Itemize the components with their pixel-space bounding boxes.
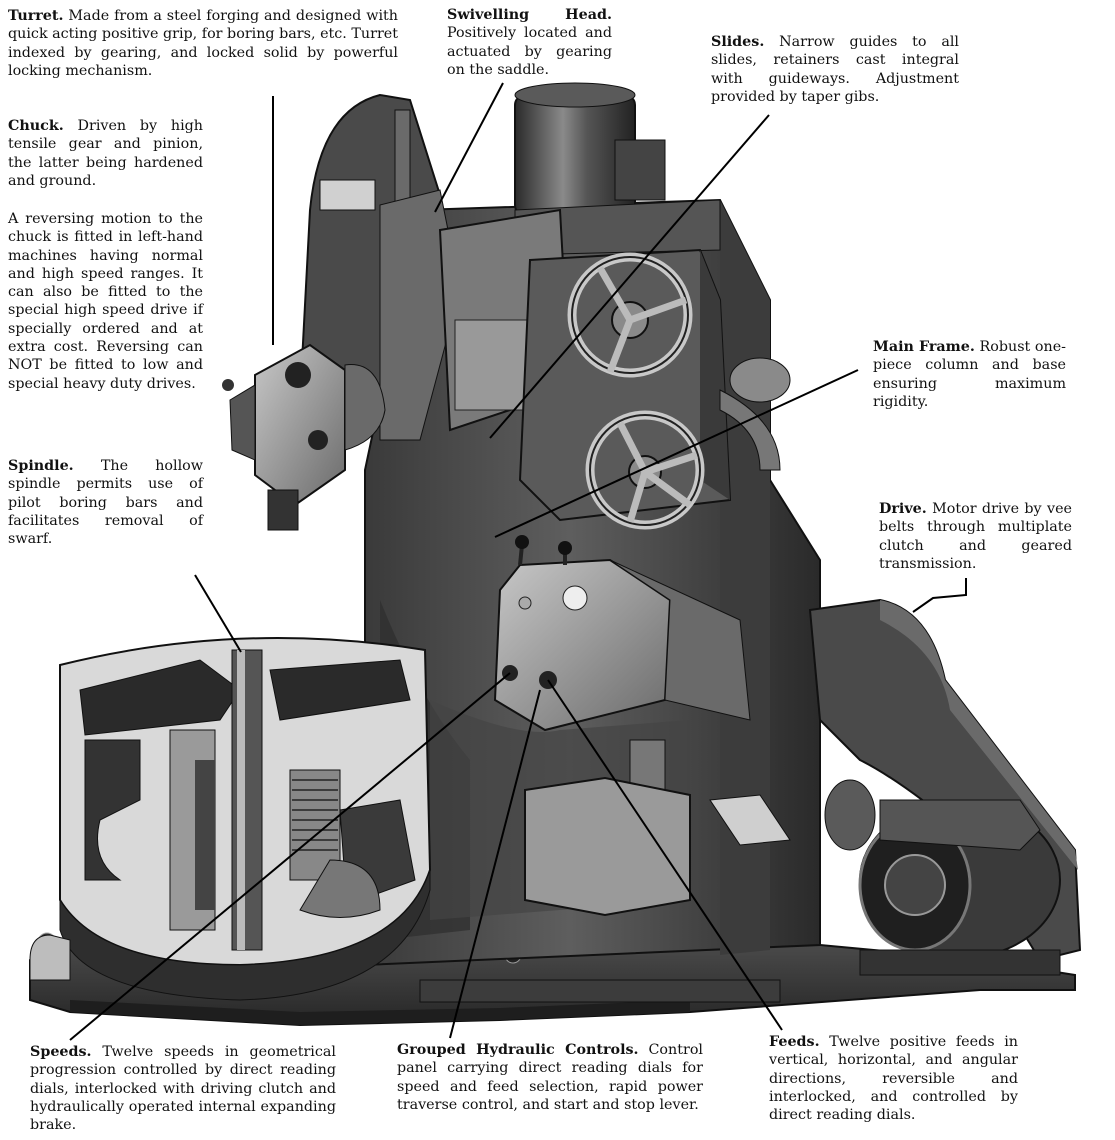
spindle-leader bbox=[194, 574, 242, 653]
main-frame-leader bbox=[494, 369, 859, 538]
main-frame-title: Main Frame. bbox=[873, 339, 975, 355]
speeds-title: Speeds. bbox=[30, 1044, 92, 1060]
drive-title: Drive. bbox=[879, 501, 927, 517]
drive-text: Motor drive by vee belts through multipl… bbox=[879, 501, 1072, 572]
drive-leader bbox=[912, 578, 967, 613]
reversing-label: A reversing motion to the chuck is fitte… bbox=[8, 210, 203, 393]
chuck-label: Chuck. Driven by high tensile gear and p… bbox=[8, 117, 203, 190]
slides-leader bbox=[489, 114, 770, 439]
hydraulic-controls-label: Grouped Hydraulic Controls. Control pane… bbox=[397, 1041, 703, 1114]
leader-lines bbox=[69, 82, 967, 1041]
feeds-title: Feeds. bbox=[769, 1034, 820, 1050]
main-frame-text: Robust one-piece column and base ensurin… bbox=[873, 339, 1066, 410]
hydraulic-controls-title: Grouped Hydraulic Controls. bbox=[397, 1042, 639, 1058]
chuck-title: Chuck. bbox=[8, 118, 64, 134]
drive-label: Drive. Motor drive by vee belts through … bbox=[879, 500, 1072, 573]
chuck-cutaway bbox=[29, 637, 432, 1001]
upper-handwheel bbox=[567, 252, 693, 378]
speeds-label: Speeds. Twelve speeds in geometrical pro… bbox=[30, 1043, 336, 1134]
speeds-leader bbox=[69, 672, 511, 1041]
slides-label: Slides. Narrow guides to all slides, ret… bbox=[711, 33, 959, 106]
feeds-label: Feeds. Twelve positive feeds in vertical… bbox=[769, 1033, 1018, 1124]
chuck-text: Driven by high tensile gear and pinion, … bbox=[8, 118, 203, 189]
swivelling-head-label: Swivelling Head. Positively located and … bbox=[447, 6, 612, 79]
slides-title: Slides. bbox=[711, 34, 765, 50]
turret-label: Turret. Made from a steel forging and de… bbox=[8, 7, 398, 80]
swivelling-head-leader bbox=[434, 82, 504, 213]
swivelling-head-text: Positively located and actuated by geari… bbox=[447, 25, 612, 78]
spindle-title: Spindle. bbox=[8, 458, 74, 474]
control-panel bbox=[493, 535, 751, 791]
gearbox-cover bbox=[524, 776, 791, 917]
turret-text: Made from a steel forging and designed w… bbox=[8, 8, 399, 79]
hydraulic-controls-text: Control panel carrying direct reading di… bbox=[397, 1042, 703, 1113]
spindle-label: Spindle. The hollow spindle permits use … bbox=[8, 457, 203, 548]
speeds-text: Twelve speeds in geometrical progression… bbox=[30, 1044, 336, 1134]
spindle-text: The hollow spindle permits use of pilot … bbox=[8, 458, 203, 548]
main-frame-label: Main Frame. Robust one-piece column and … bbox=[873, 338, 1066, 411]
feeds-text: Twelve positive feeds in vertical, horiz… bbox=[769, 1034, 1018, 1124]
reversing-text: A reversing motion to the chuck is fitte… bbox=[8, 211, 203, 392]
slides-text: Narrow guides to all slides, retainers c… bbox=[711, 34, 959, 105]
top-motor bbox=[514, 82, 721, 256]
feeds-leader bbox=[547, 679, 783, 1031]
swivelling-head-title: Swivelling Head. bbox=[447, 7, 612, 23]
turret-title: Turret. bbox=[8, 8, 64, 24]
hydraulic-leader bbox=[449, 689, 541, 1039]
turret bbox=[222, 343, 386, 531]
drive-motor bbox=[858, 799, 1061, 976]
